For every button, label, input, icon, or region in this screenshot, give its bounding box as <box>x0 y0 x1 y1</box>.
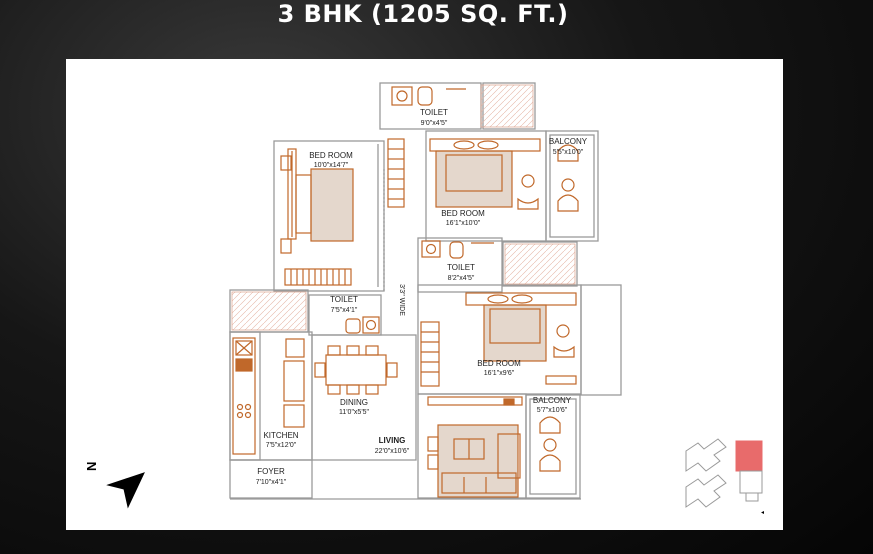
window-hatches <box>231 84 576 331</box>
bedroom-2-dim: 16'1"x10'0" <box>446 220 481 227</box>
key-plan-highlight <box>735 440 763 472</box>
bedroom-3-dim: 16'1"x9'6" <box>484 370 515 377</box>
dining-name: DINING <box>340 398 368 407</box>
toilet-3-name: TOILET <box>330 295 358 304</box>
living-name: LIVING <box>379 436 406 445</box>
plan-title: 3 BHK (1205 SQ. FT.) <box>277 0 569 28</box>
toilet-2-dim: 8'2"x4'5" <box>448 275 475 282</box>
key-plan <box>685 438 763 508</box>
balcony-2-name: BALCONY <box>533 396 572 405</box>
toilet-3-dim: 7'5"x4'1" <box>331 307 358 314</box>
balcony-1-dim: 5'5"x10'0" <box>553 149 584 156</box>
balcony-2-dim: 5'7"x10'6" <box>537 407 568 414</box>
foyer-dim: 7'10"x4'1" <box>256 479 287 486</box>
north-arrow: N <box>84 462 145 509</box>
bedroom-1-name: BED ROOM <box>309 151 353 160</box>
bedroom-3-name: BED ROOM <box>477 359 521 368</box>
kitchen-name: KITCHEN <box>263 431 298 440</box>
key-plan-marker: ◂ <box>761 510 764 516</box>
walls <box>229 82 622 500</box>
toilet-1-dim: 9'0"x4'5" <box>421 120 448 127</box>
toilet-2-name: TOILET <box>447 263 475 272</box>
foyer-name: FOYER <box>257 467 285 476</box>
floor-plan-sheet: N ◂ 3'3" WIDE TOILET 9'0"x4'5" BED ROOM … <box>66 59 783 530</box>
room-labels: TOILET 9'0"x4'5" BED ROOM 10'0"x14'7" BA… <box>256 108 588 486</box>
north-label: N <box>84 462 99 471</box>
living-dim: 22'0"x10'6" <box>375 448 410 455</box>
kitchen-dim: 7'5"x12'0" <box>266 442 297 449</box>
floor-plan-drawing: N ◂ 3'3" WIDE TOILET 9'0"x4'5" BED ROOM … <box>84 82 764 516</box>
wardrobe-slats-1 <box>290 269 346 285</box>
furniture <box>232 86 579 498</box>
balcony-1-name: BALCONY <box>549 137 588 146</box>
bedroom-2-name: BED ROOM <box>441 209 485 218</box>
bedroom-1-dim: 10'0"x14'7" <box>314 162 349 169</box>
dining-dim: 11'0"x5'5" <box>339 409 370 416</box>
toilet-1-name: TOILET <box>420 108 448 117</box>
passage-width-label: 3'3" WIDE <box>398 284 405 316</box>
